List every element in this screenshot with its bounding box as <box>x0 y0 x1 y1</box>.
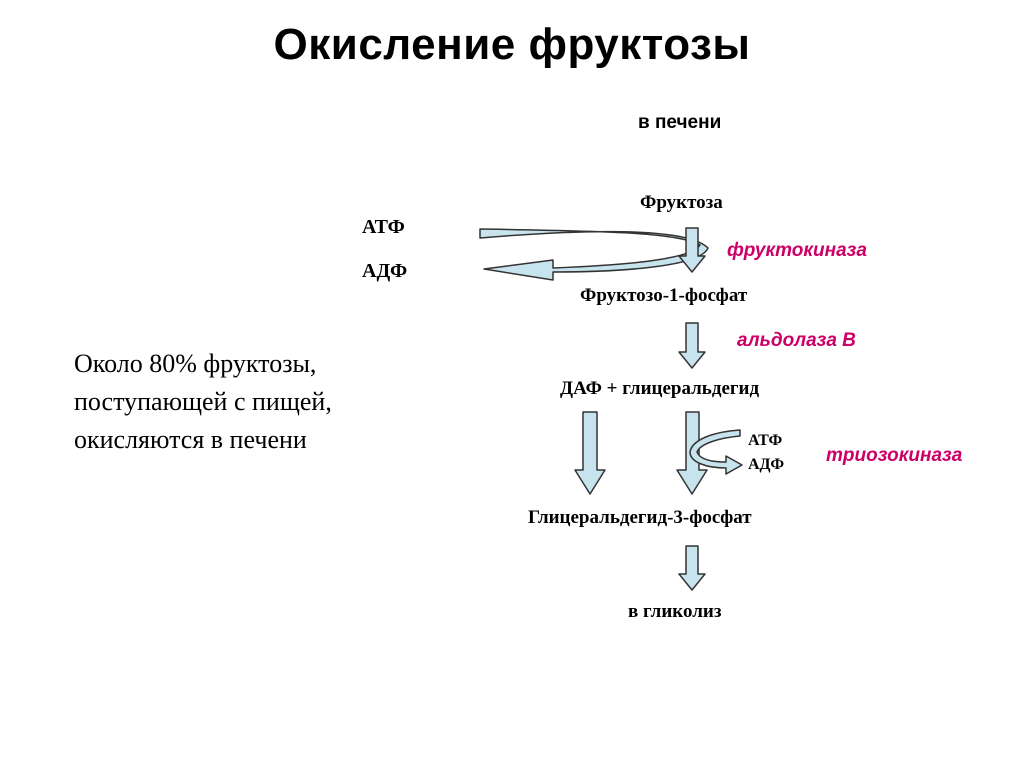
enzyme-triokinase: триозокиназа <box>826 445 963 466</box>
glycolysis-label: в гликолиз <box>628 601 722 622</box>
adp-label-2: АДФ <box>748 456 785 473</box>
down-arrow-1 <box>678 227 706 273</box>
atp-adp-curved-arrow-1 <box>479 228 709 281</box>
note-line-2: поступающей с пищей, <box>74 387 332 416</box>
note-line-3: окисляются в печени <box>74 425 307 454</box>
down-arrow-daf <box>574 411 606 495</box>
atp-label-1: АТФ <box>362 216 405 238</box>
glyceraldehyde-3-phosphate-label: Глицеральдегид-3-фосфат <box>528 507 752 528</box>
note-text: Около 80% фруктозы, поступающей с пищей,… <box>74 345 434 459</box>
down-arrow-glycolysis <box>678 545 706 591</box>
fructose-label: Фруктоза <box>640 192 723 213</box>
note-line-1: Около 80% фруктозы, <box>74 349 317 378</box>
atp-adp-curved-arrow-2 <box>689 429 743 475</box>
enzyme-fructokinase: фруктокиназа <box>727 240 867 261</box>
enzyme-aldolase-b: альдолаза В <box>737 330 856 351</box>
down-arrow-2 <box>678 322 706 369</box>
fructose-1-phosphate-label: Фруктозо-1-фосфат <box>580 285 748 306</box>
atp-label-2: АТФ <box>748 432 783 449</box>
adp-label-1: АДФ <box>362 260 408 282</box>
slide-title: Окисление фруктозы <box>273 20 751 69</box>
location-label: в печени <box>638 112 722 133</box>
daf-glyceraldehyde-label: ДАФ + глицеральдегид <box>560 378 760 399</box>
